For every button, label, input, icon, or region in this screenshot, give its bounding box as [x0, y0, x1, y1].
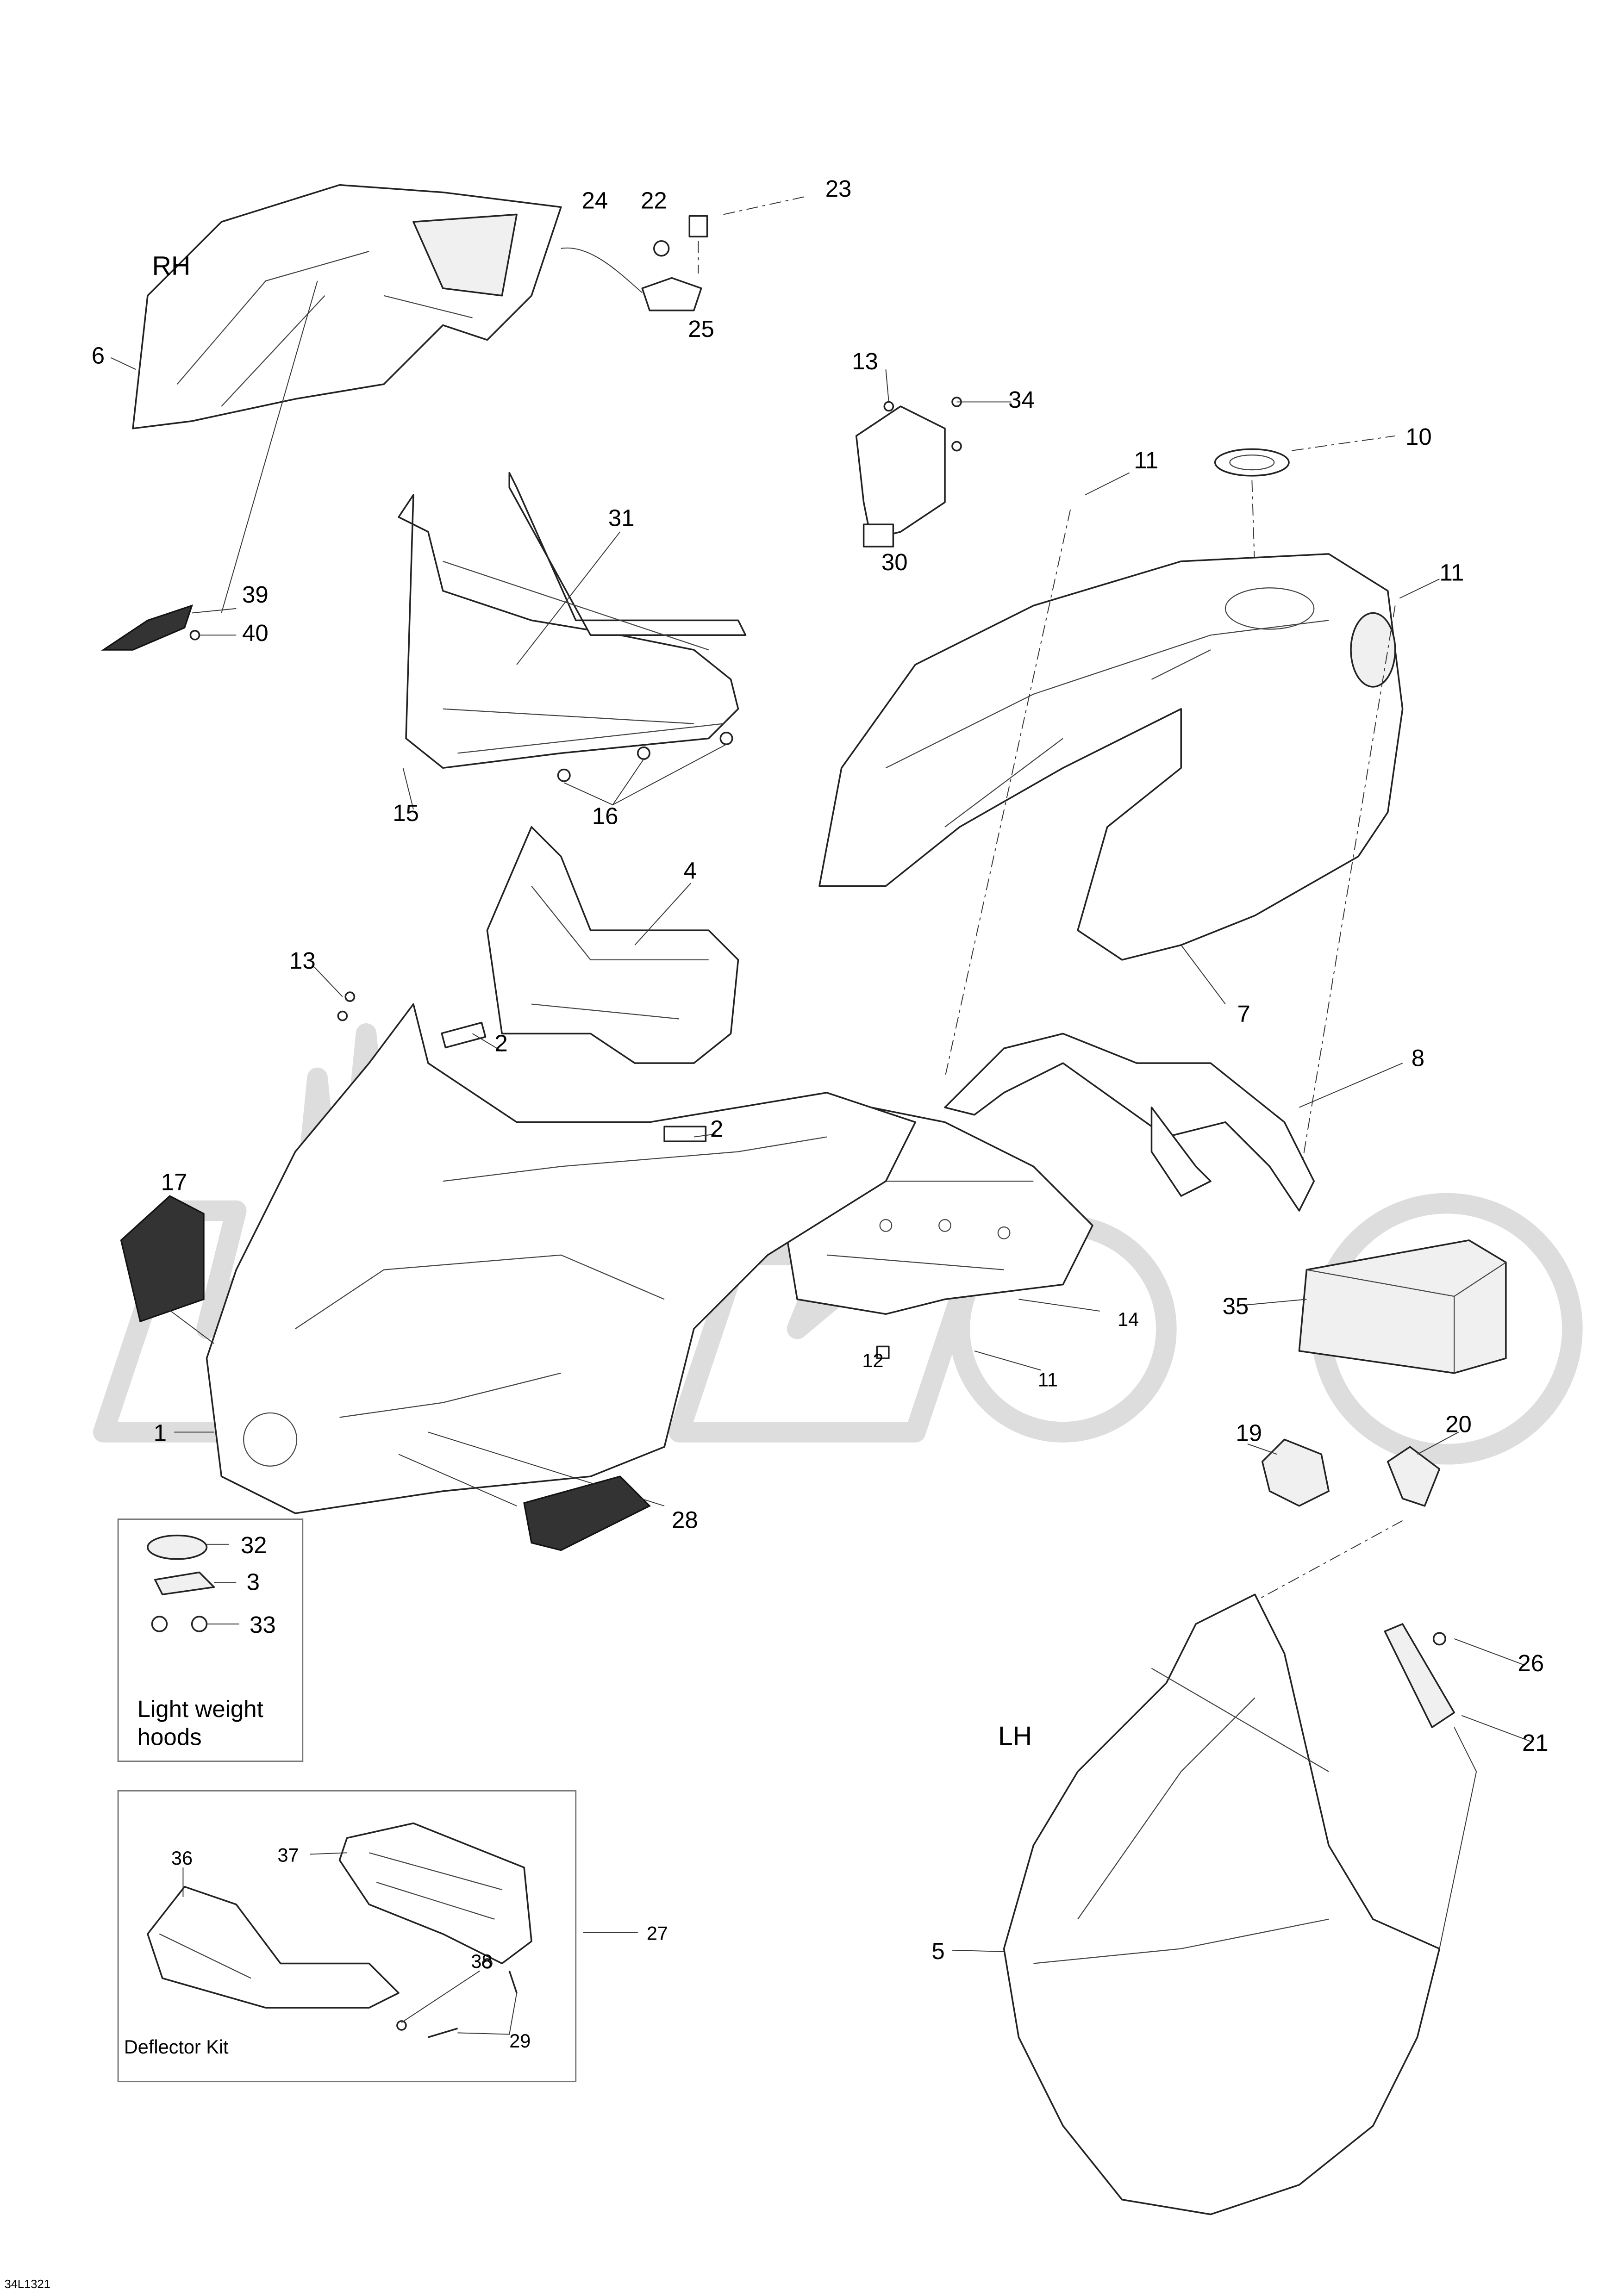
inset-hood-parts: [147, 1534, 239, 1632]
deflector-kit-title: Deflector Kit: [124, 2036, 229, 2058]
callout-12: 12: [862, 1350, 883, 1371]
callout-36: 36: [171, 1847, 193, 1869]
part-39-40-vent: [100, 280, 318, 651]
callout-34: 34: [1008, 386, 1035, 413]
callout-23: 23: [825, 175, 852, 202]
part-7-tank-cover: [818, 510, 1404, 1182]
part-30-bracket: [855, 397, 962, 548]
deflector-parts: [147, 1822, 638, 2038]
part-1-hood: [206, 991, 916, 1514]
callout-25: 25: [688, 316, 714, 342]
inset-title-line2: hoods: [137, 1724, 202, 1750]
callout-20: 20: [1445, 1411, 1472, 1437]
callout-11: 11: [1038, 1369, 1058, 1391]
callout-8: 8: [1412, 1045, 1424, 1071]
lh-label: LH: [998, 1721, 1032, 1751]
callout-11: 11: [1439, 559, 1464, 585]
callout-15: 15: [393, 800, 419, 826]
callout-13: 13: [289, 947, 316, 974]
callout-11: 11: [1134, 447, 1158, 473]
callout-7: 7: [1237, 1001, 1250, 1027]
callout-37: 37: [278, 1844, 299, 1866]
part-17-28-vents: [120, 1195, 665, 1551]
callout-24: 24: [582, 187, 608, 214]
callout-1: 1: [154, 1420, 167, 1446]
callout-3: 3: [247, 1569, 260, 1595]
callout-10: 10: [1405, 423, 1432, 450]
inset-title-line1: Light weight: [137, 1696, 263, 1722]
callout-16: 16: [592, 803, 618, 829]
callout-19: 19: [1236, 1420, 1262, 1446]
callout-21: 21: [1522, 1730, 1549, 1756]
callout-35: 35: [1223, 1293, 1249, 1319]
callout-6: 6: [92, 342, 105, 368]
callout-2: 2: [494, 1030, 507, 1057]
callout-26: 26: [1518, 1650, 1544, 1676]
part-8-bracket: [944, 1033, 1315, 1212]
callout-17: 17: [161, 1169, 187, 1195]
part-5-lh-side-panel: [1003, 1593, 1477, 2215]
callout-2: 2: [710, 1116, 723, 1142]
part-22-23-24-25-hardware: [561, 196, 805, 311]
callout-13: 13: [852, 348, 878, 374]
light-weight-hoods-inset: [117, 1518, 304, 1762]
callout-33: 33: [250, 1612, 276, 1638]
callout-38: 38: [471, 1950, 492, 1972]
callout-30: 30: [881, 549, 908, 575]
callout-14: 14: [1118, 1308, 1139, 1330]
leader-lines: [110, 357, 1533, 1952]
callout-31: 31: [608, 504, 635, 531]
part-19-20-clips: [1240, 1438, 1441, 1610]
callout-labels: RH LH 24 22 23 25 6 13 34 10 11 11 31 30…: [5, 175, 1549, 2291]
part-6-rh-side-panel: [132, 184, 562, 429]
callout-5: 5: [931, 1938, 944, 1964]
callout-39: 39: [242, 581, 269, 608]
part-4-insert: [486, 826, 739, 1064]
callout-29: 29: [509, 2030, 531, 2052]
callout-27: 27: [647, 1922, 668, 1944]
rh-label: RH: [152, 251, 190, 281]
callout-32: 32: [241, 1532, 267, 1558]
part-10-ring: [1214, 435, 1395, 576]
callout-40: 40: [242, 620, 269, 646]
callout-28: 28: [672, 1507, 698, 1533]
drawing-number: 34L1321: [5, 2278, 50, 2291]
deflector-kit-inset: [117, 1790, 577, 2083]
part-31-15-16-liner: [398, 472, 747, 806]
callout-4: 4: [684, 857, 697, 884]
part-35-foam-block: [1298, 1239, 1507, 1374]
callout-22: 22: [641, 187, 667, 214]
